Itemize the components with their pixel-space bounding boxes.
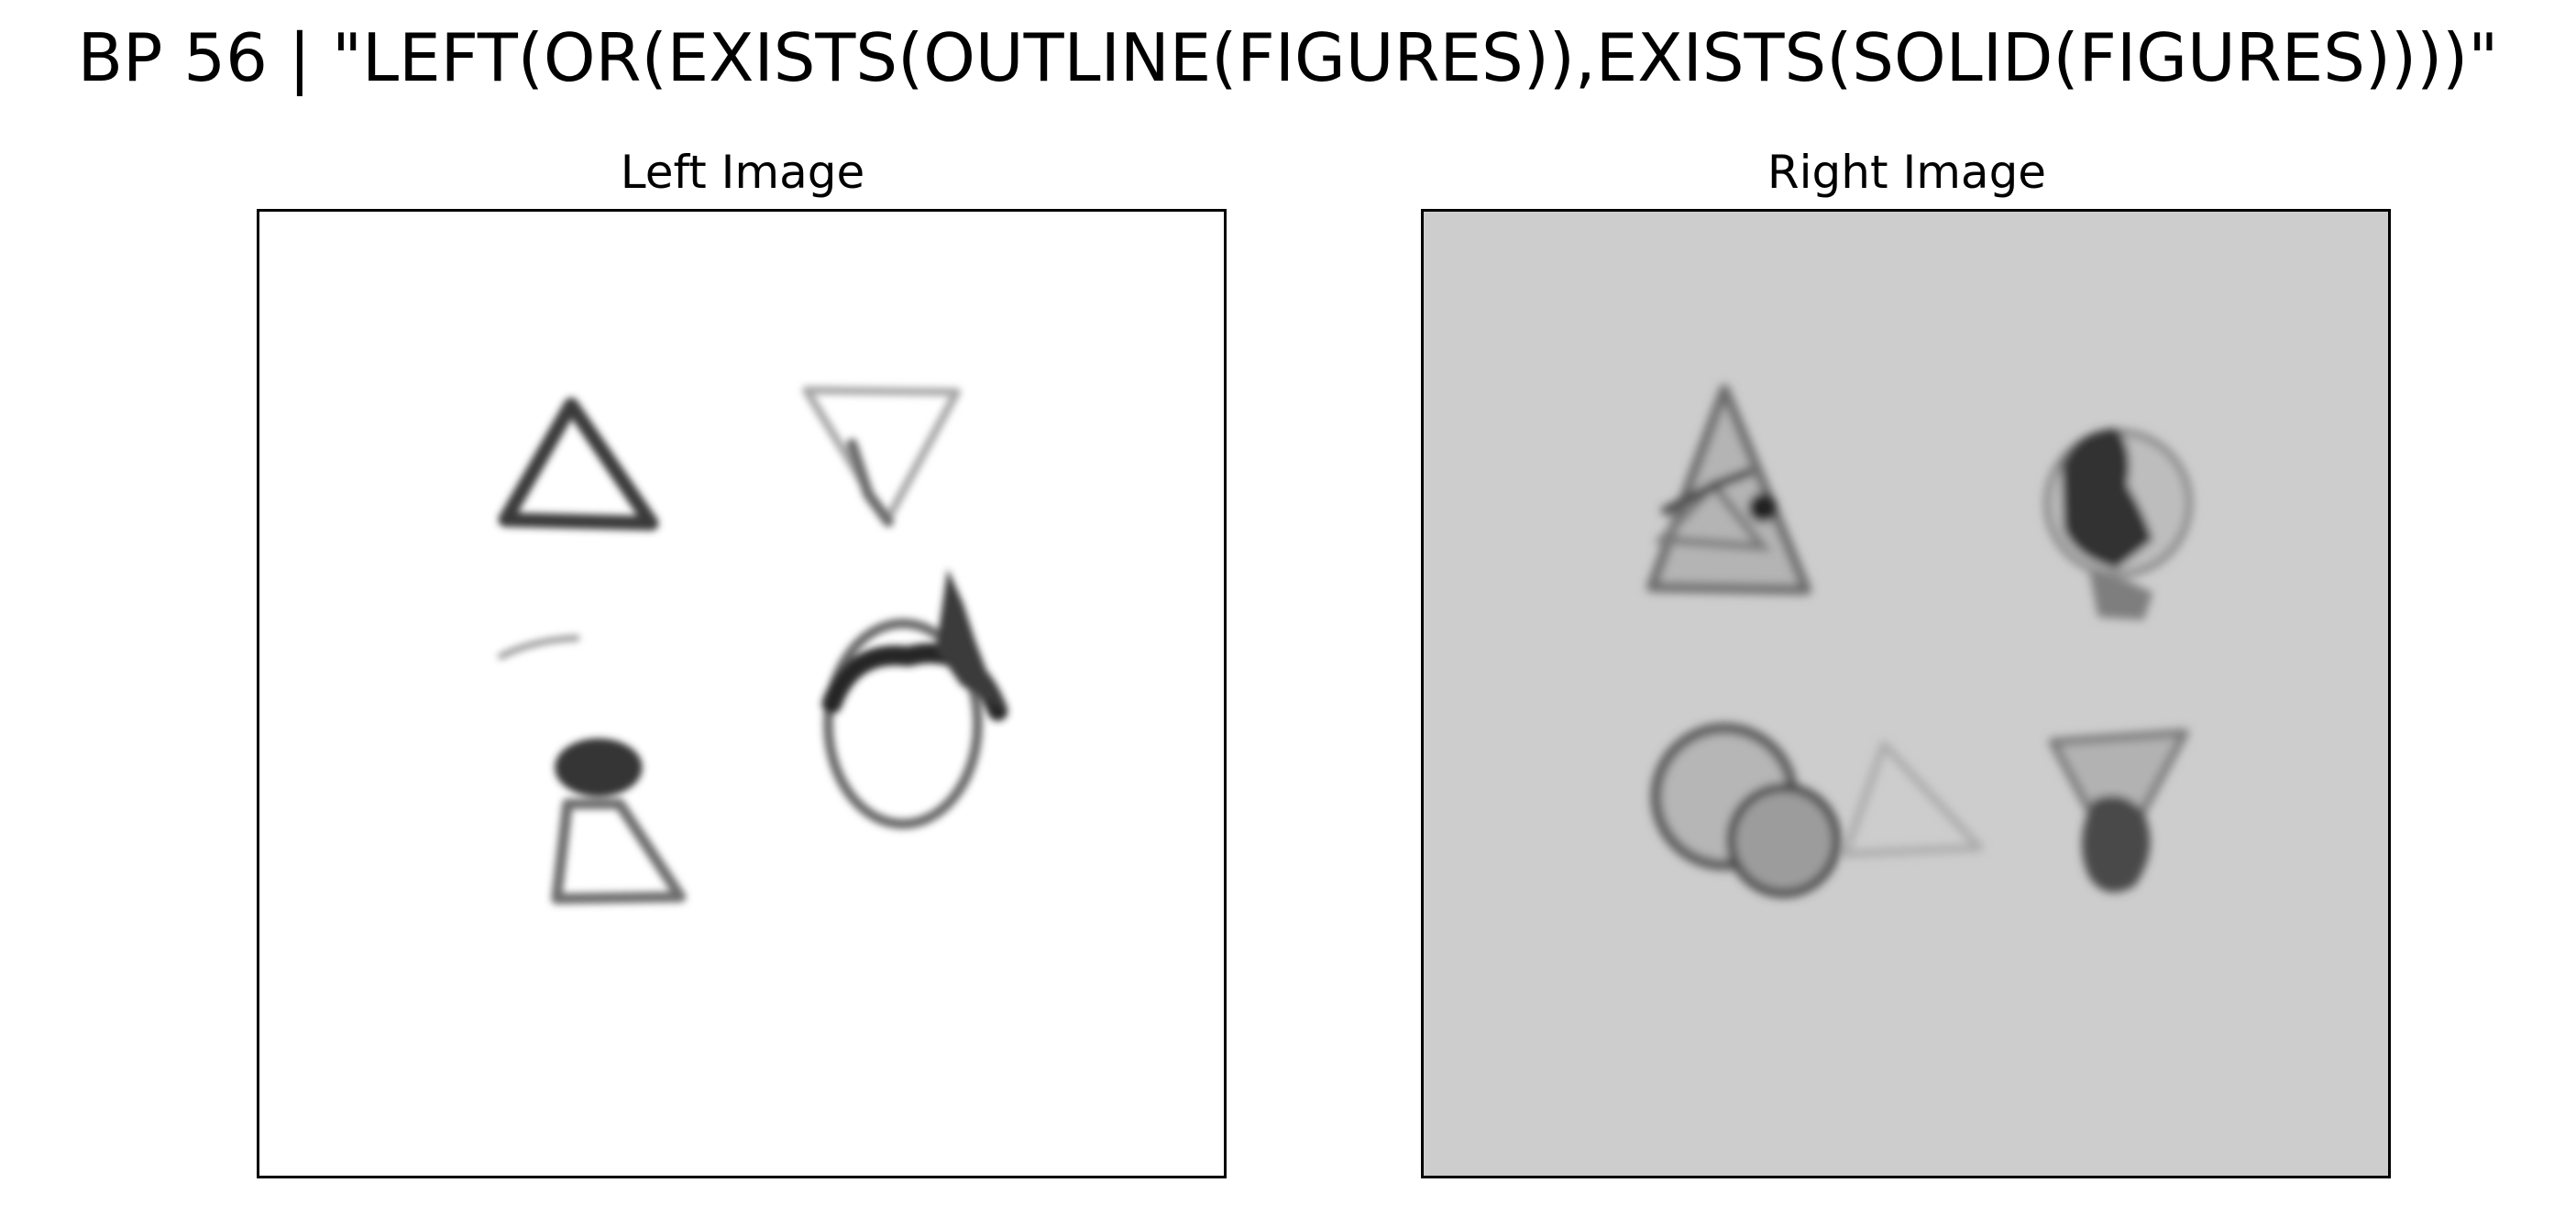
- left-image-panel: [257, 209, 1227, 1178]
- faint-triangle-shape: [1841, 740, 1984, 858]
- drip-shape: [2088, 571, 2153, 620]
- solid-dot-shape: [1747, 493, 1778, 523]
- solid-blob-shape: [555, 738, 643, 797]
- left-panel-title: Left Image: [620, 146, 865, 199]
- figure-title: BP 56 | "LEFT(OR(EXISTS(OUTLINE(FIGURES)…: [77, 19, 2499, 96]
- spike-shape: [935, 568, 1007, 711]
- outline-trapezoid-shape: [551, 798, 687, 904]
- outline-circle-shape: [1726, 783, 1842, 898]
- dark-stroke-shape: [1660, 466, 1754, 517]
- solid-blob-shape: [2082, 795, 2151, 893]
- left-image-background: [259, 212, 1224, 1176]
- triangle-stroke-mark: [846, 438, 895, 528]
- right-image: [1424, 212, 2388, 1176]
- left-image: [259, 212, 1224, 1176]
- right-panel-title: Right Image: [1767, 146, 2047, 199]
- right-image-background: [1424, 212, 2388, 1176]
- outline-circle-shape: [822, 618, 983, 829]
- right-image-panel: [1421, 209, 2391, 1178]
- inner-triangle-shape: [1653, 478, 1772, 553]
- small-stroke-shape: [498, 634, 580, 660]
- outline-triangle-shape: [498, 397, 659, 531]
- outline-inverted-triangle-shape: [802, 386, 962, 526]
- solid-blob-shape: [2062, 428, 2153, 569]
